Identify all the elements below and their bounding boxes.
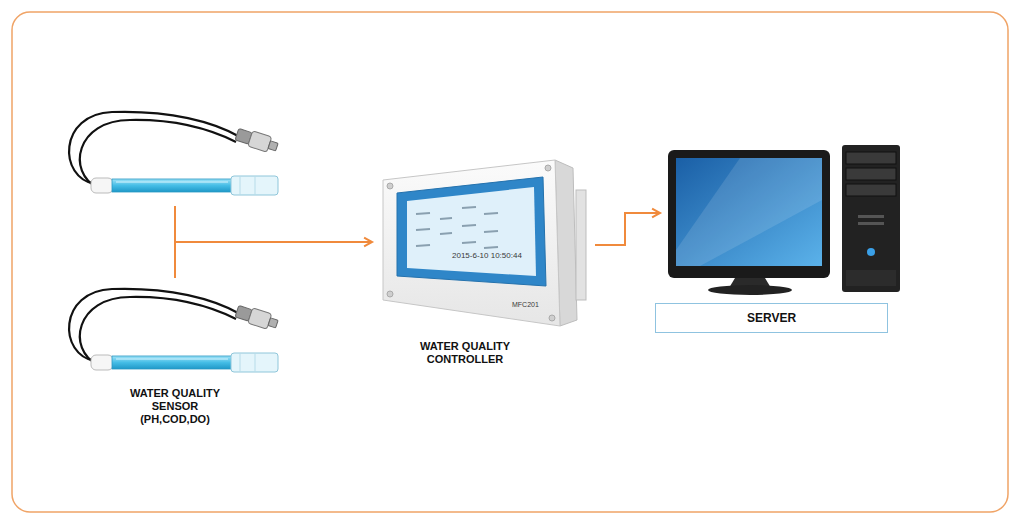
illustration-part: [858, 215, 884, 218]
illustration-part: [545, 165, 551, 171]
illustration-part: [676, 158, 822, 266]
illustration-part: [416, 245, 430, 246]
illustration-part: [387, 291, 393, 297]
illustration-part: [668, 150, 830, 278]
illustration-part: [416, 207, 498, 248]
illustration-part: [484, 247, 498, 248]
illustration-part: [462, 225, 476, 226]
illustration-part: [846, 270, 896, 286]
illustration-part: [858, 222, 884, 225]
illustration-part: [383, 160, 560, 326]
sensor-group: WATER QUALITY SENSOR (PH,COD,DO): [70, 95, 290, 435]
flow-arrow: [290, 238, 372, 247]
controller-group: WATER QUALITY CONTROLLER: [372, 160, 595, 372]
outer-frame: [12, 12, 1008, 512]
illustration-part: [462, 242, 476, 243]
model-number: MFC201: [512, 300, 539, 309]
timestamp: 2015-6-10 10:50:44: [452, 251, 522, 261]
illustration-part: [846, 168, 896, 180]
illustration-part: [397, 177, 546, 286]
illustration-part: [576, 190, 586, 300]
illustration-part: [484, 213, 498, 214]
node-caption: WATER QUALITY CONTROLLER: [410, 340, 520, 366]
arrow-line: [290, 241, 372, 243]
illustration-part: [69, 289, 279, 372]
illustration-part: [416, 213, 430, 214]
illustration-part: [846, 152, 896, 164]
illustration-part: [175, 241, 291, 243]
illustration-part: [462, 207, 476, 208]
illustration-part: [416, 229, 430, 230]
sensor-probes: [69, 112, 291, 372]
server-group: SERVER: [660, 140, 905, 340]
illustration-part: [407, 187, 536, 276]
illustration-part: [484, 231, 498, 232]
arrow-head: [652, 209, 660, 218]
illustration-part: [440, 233, 452, 234]
illustration-part: [867, 248, 875, 256]
flow-arrow: [595, 209, 660, 245]
arrow-line: [595, 213, 660, 245]
controller-device: [383, 160, 586, 326]
node-caption: WATER QUALITY SENSOR (PH,COD,DO): [125, 387, 225, 426]
illustration-part: [440, 218, 452, 219]
illustration-part: [846, 184, 896, 196]
illustration-part: [69, 112, 279, 195]
server-computer: [668, 145, 900, 295]
illustration-part: [387, 183, 393, 189]
illustration-part: [676, 158, 822, 266]
illustration-part: [842, 145, 900, 292]
illustration-part: [708, 285, 792, 295]
server-label-box: SERVER: [655, 303, 888, 333]
arrow-head: [364, 238, 372, 247]
illustration-part: [549, 315, 555, 321]
